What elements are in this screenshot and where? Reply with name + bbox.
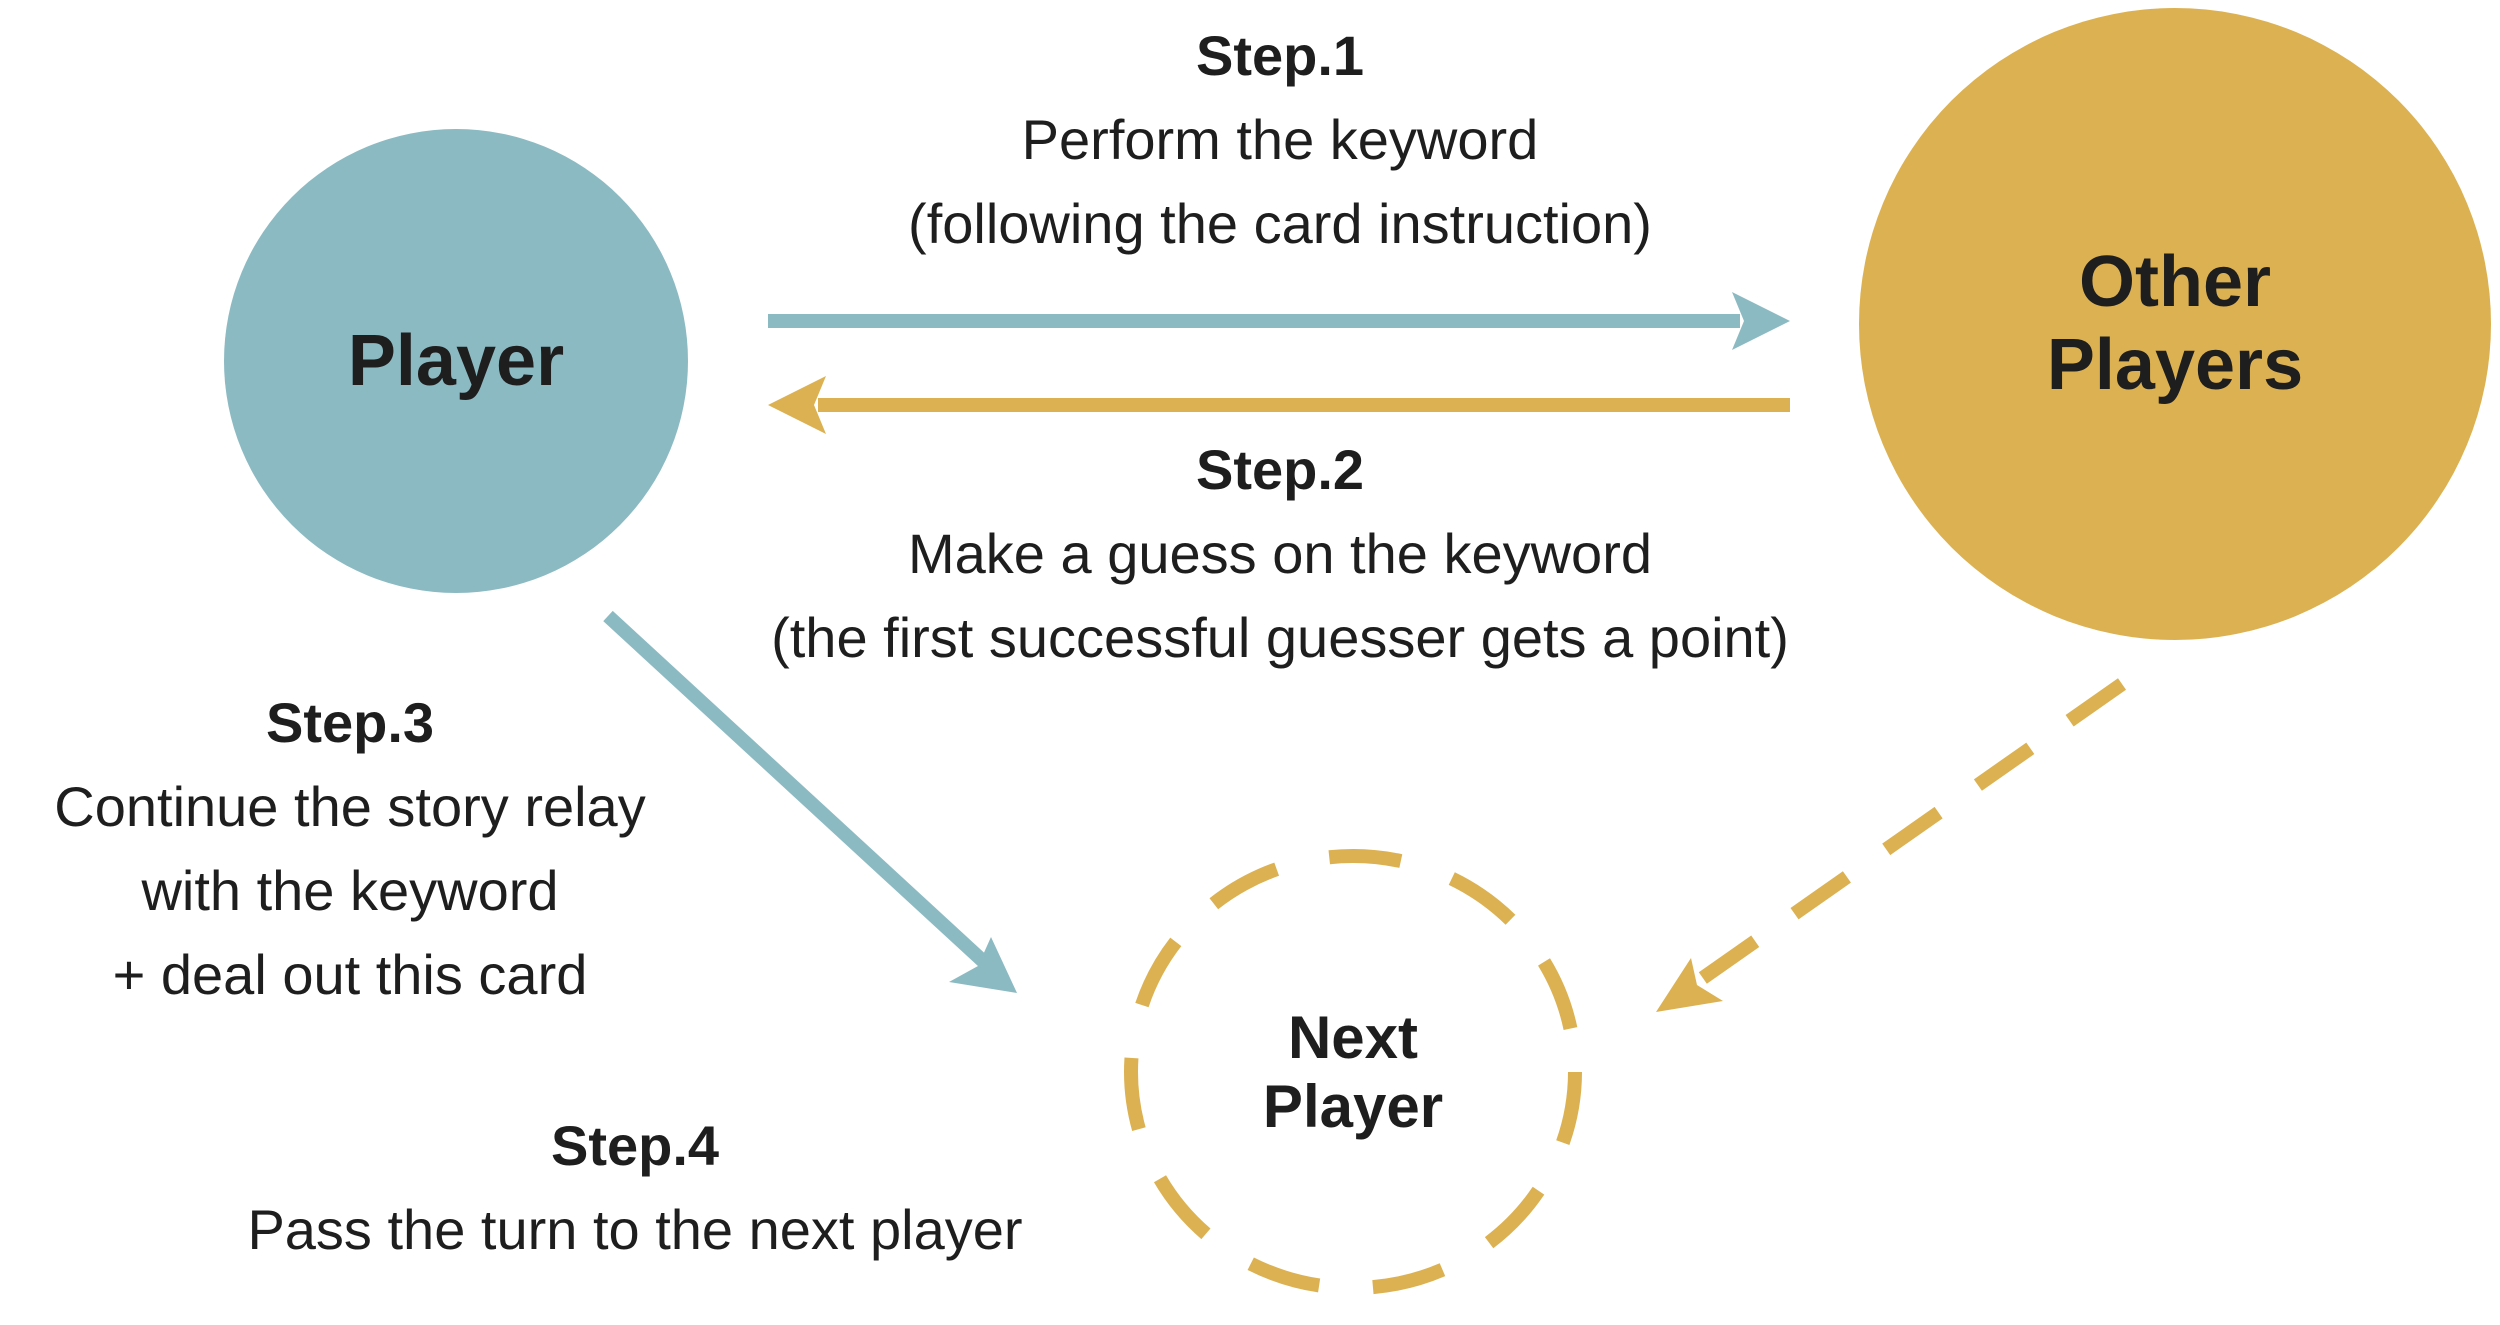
step4-caption: Step.4 Pass the turn to the next player <box>150 1104 1120 1272</box>
player-node: Player <box>224 129 688 593</box>
step4-title: Step.4 <box>550 1114 720 1177</box>
step1-line2: (following the card instruction) <box>908 192 1652 255</box>
arrow-pass-turn <box>1656 678 2127 1012</box>
player-label: Player <box>347 320 565 401</box>
other-players-label: Other Players <box>2047 241 2303 407</box>
step1-title: Step.1 <box>1195 24 1365 87</box>
arrow-continue-story-head <box>949 937 1017 993</box>
step3-line3: + deal out this card <box>112 943 588 1006</box>
arrow-pass-turn-shaft <box>1685 678 2127 993</box>
other-players-label-line2: Players <box>2046 325 2304 405</box>
arrow-guess-keyword-head <box>768 376 826 434</box>
other-players-label-line1: Other <box>2078 242 2272 323</box>
step1-line1: Perform the keyword <box>1021 108 1539 171</box>
arrow-perform-keyword-head <box>1732 292 1790 350</box>
other-players-node: Other Players <box>1859 8 2491 640</box>
next-player-dashed-outline <box>1124 849 1582 1295</box>
step2-caption: Step.2 Make a guess on the keyword (the … <box>680 428 1880 680</box>
next-player-label-line2: Player <box>1262 1073 1444 1140</box>
step4-line1: Pass the turn to the next player <box>247 1198 1023 1261</box>
step3-line2: with the keyword <box>141 859 559 922</box>
arrow-continue-story <box>603 610 1017 993</box>
step2-line1: Make a guess on the keyword <box>908 522 1652 585</box>
step2-line2: (the first successful guesser gets a poi… <box>771 606 1789 669</box>
next-player-label-line1: Next <box>1287 1004 1419 1071</box>
step3-caption: Step.3 Continue the story relay with the… <box>0 681 700 1017</box>
arrow-perform-keyword <box>768 292 1790 350</box>
next-player-label: Next Player <box>1263 1003 1443 1141</box>
step2-title: Step.2 <box>1195 438 1365 501</box>
arrow-guess-keyword <box>768 376 1790 434</box>
arrow-pass-turn-head <box>1656 958 1723 1012</box>
next-player-node: Next Player <box>1122 847 1584 1297</box>
step3-line1: Continue the story relay <box>54 775 646 838</box>
step1-caption: Step.1 Perform the keyword (following th… <box>780 14 1780 266</box>
step3-title: Step.3 <box>265 691 435 754</box>
arrow-continue-story-shaft <box>603 610 990 969</box>
